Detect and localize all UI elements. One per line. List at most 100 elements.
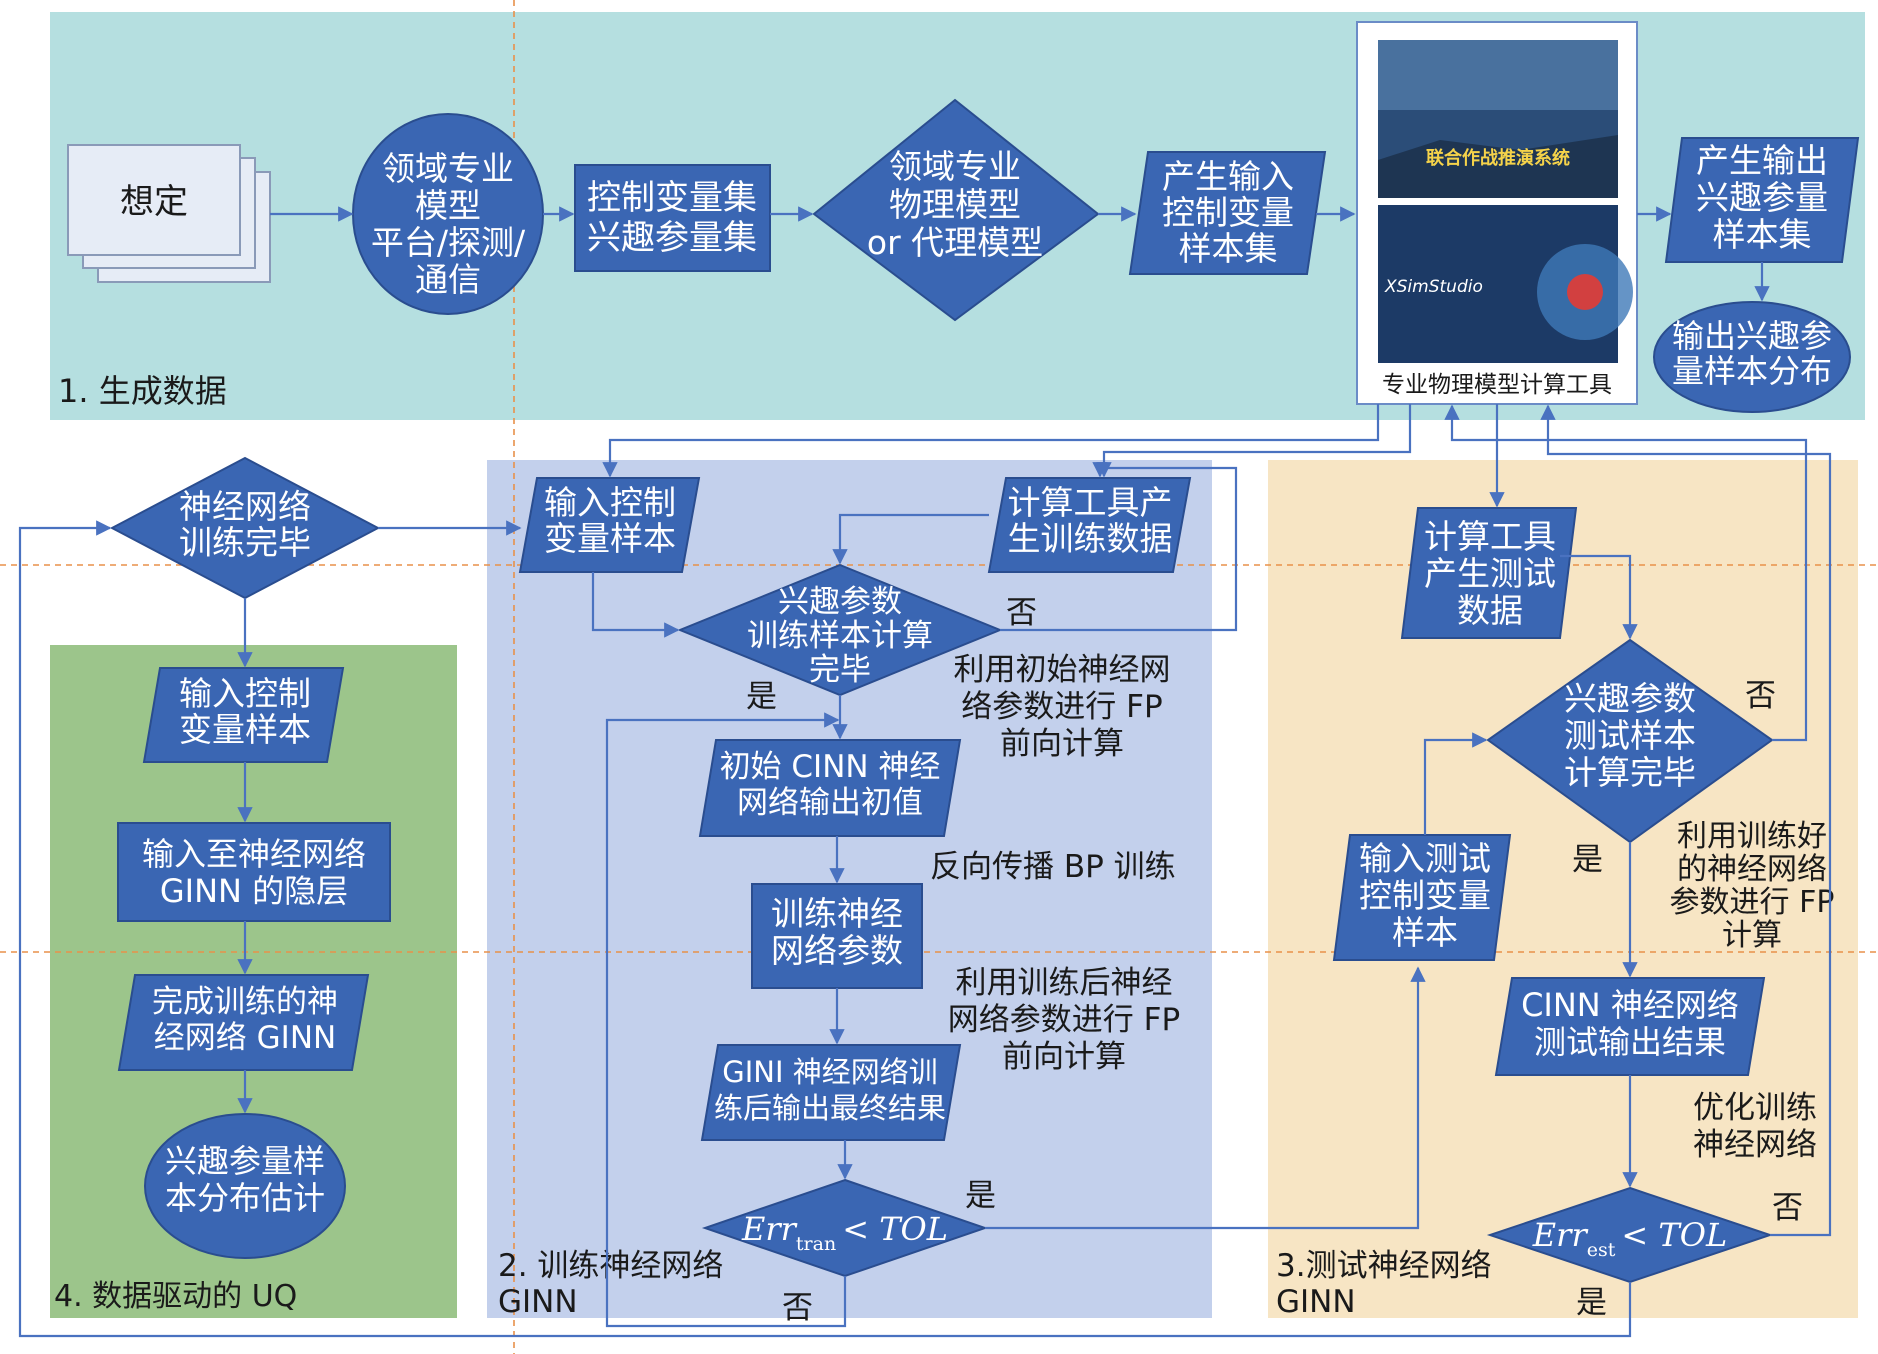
uq-estimate-text: 兴趣参量样本分布估计 (165, 1142, 325, 1217)
cinn-test-output-text-line-2: 测试输出结果 (1534, 1023, 1726, 1061)
input-test-samples-text-line-1: 输入测试 (1359, 839, 1491, 878)
input-test-samples-text-line-3: 样本 (1392, 913, 1458, 952)
train-nn-params-text: 训练神经网络参数 (771, 894, 903, 970)
physics-or-surrogate-node (812, 98, 1100, 322)
err-tran-sub: tran (796, 1233, 836, 1255)
tool-training-data-text: 计算工具产生训练数据 (1008, 483, 1173, 558)
label-optimize-line-2: 神经网络 (1693, 1127, 1817, 1163)
gen-control-samples-node (1128, 151, 1327, 275)
input-test-samples-text: 输入测试控制变量样本 (1359, 839, 1491, 952)
uq-input-samples-text-line-2: 变量样本 (179, 710, 311, 749)
err-tran-main: Err (741, 1210, 798, 1248)
label-well-trained-fp-line-4: 计算 (1722, 918, 1782, 953)
label-yes-4: 是 (1576, 1285, 1607, 1321)
gen-control-samples-text-line-2: 控制变量 (1162, 193, 1294, 232)
label-init-fp-line-1: 利用初始神经网 (954, 652, 1171, 688)
physics-or-surrogate-text-line-2: 物理模型 (889, 185, 1021, 224)
train-nn-params-text-line-1: 训练神经 (771, 894, 903, 933)
gen-control-samples-text: 产生输入控制变量样本集 (1162, 157, 1294, 268)
tool-test-data-text: 计算工具产生测试数据 (1424, 517, 1556, 630)
label-trained-fp-line-2: 网络参数进行 FP (948, 1002, 1180, 1038)
err-est-sub: est (1587, 1239, 1616, 1261)
train-samples-done-text-line-2: 训练样本计算 (747, 618, 933, 654)
region-train-label-line1: 2. 训练神经网络 (498, 1248, 723, 1284)
tool-training-data-text-line-2: 生训练数据 (1008, 519, 1173, 558)
region-uq-label: 4. 数据驱动的 UQ (54, 1279, 297, 1314)
cinn-test-output-text-line-1: CINN 神经网络 (1521, 986, 1739, 1024)
err-est-main: Err (1532, 1216, 1589, 1254)
region-train-label: 2. 训练神经网络 GINN (498, 1248, 733, 1320)
uq-trained-ginn-text-line-2: 经网络 GINN (154, 1020, 336, 1056)
calc-tool-card: 联合作战推演系统 XSimStudio 专业物理模型计算工具 (1356, 21, 1638, 405)
label-well-trained-fp-line-2: 的神经网络 (1677, 852, 1827, 887)
tool-caption: 专业物理模型计算工具 (1382, 372, 1612, 398)
output-distribution-text-line-1: 输出兴趣参 (1672, 317, 1832, 355)
edge-input-train-to-done (591, 572, 680, 638)
gen-control-samples-text-line-3: 样本集 (1179, 229, 1278, 268)
region-generate-label: 1. 生成数据 (58, 372, 227, 410)
physics-or-surrogate-text-line-1: 领域专业 (889, 147, 1021, 186)
label-trained-fp-line-1: 利用训练后神经 (956, 965, 1173, 1001)
train-samples-done-text-line-3: 完毕 (809, 652, 871, 688)
edge-err-est-no-to-tool (1540, 404, 1832, 1237)
tool-training-data-text-line-1: 计算工具产 (1008, 483, 1173, 522)
edge-err-est-yes-to-nn-check (18, 520, 1632, 1338)
label-no-2: 否 (782, 1290, 813, 1326)
tool-test-data-text-line-1: 计算工具 (1424, 517, 1556, 556)
cinn-test-output-node (1494, 977, 1766, 1076)
err-est-rest: < TOL (1621, 1216, 1727, 1254)
gini-final-output-node (700, 1044, 962, 1141)
tool-image-top-title: 联合作战推演系统 (1426, 147, 1570, 169)
input-control-samples-train-node (518, 477, 701, 573)
gen-output-samples-text-line-2: 兴趣参量 (1696, 178, 1828, 217)
uq-estimate-text-line-1: 兴趣参量样 (165, 1142, 325, 1180)
input-control-samples-train-text-line-2: 变量样本 (544, 519, 676, 558)
test-samples-done-text-line-2: 测试样本 (1564, 716, 1696, 755)
nn-trained-check-text: 神经网络训练完毕 (179, 487, 311, 562)
uq-input-samples-text: 输入控制变量样本 (179, 674, 311, 749)
gini-final-output-text: GINI 神经网络训练后输出最终结果 (714, 1055, 946, 1125)
label-yes-1: 是 (746, 679, 777, 715)
train-nn-params-text-line-2: 网络参数 (771, 931, 903, 970)
nn-trained-check-text-line-2: 训练完毕 (179, 523, 311, 562)
domain-model-platform-text-line-2: 模型 (415, 186, 481, 225)
domain-model-platform-text-line-1: 领域专业 (382, 149, 514, 188)
control-interest-sets-text-line-2: 兴趣参量集 (587, 218, 757, 258)
output-distribution-text: 输出兴趣参量样本分布 (1672, 317, 1832, 390)
test-samples-done-text: 兴趣参数测试样本计算完毕 (1564, 679, 1696, 792)
nn-trained-check-text-line-1: 神经网络 (179, 487, 311, 526)
control-interest-sets-node (574, 164, 771, 272)
err-est-text: Errest< TOL (1532, 1216, 1727, 1261)
initial-cinn-output-text-line-1: 初始 CINN 神经 (720, 749, 941, 785)
edge-tool-to-training-data (1096, 404, 1412, 478)
input-test-samples-node (1332, 834, 1512, 961)
edge-tool-to-input-train (602, 404, 1380, 478)
gen-output-samples-text: 产生输出兴趣参量样本集 (1696, 141, 1828, 254)
edge-err-no-loop (605, 712, 847, 1328)
region-test-label: 3.测试神经网络 GINN (1276, 1248, 1501, 1320)
label-init-fp-line-3: 前向计算 (1000, 726, 1124, 762)
edge-tool-train-to-done (832, 513, 989, 565)
label-optimize-line-1: 优化训练 (1693, 1090, 1817, 1126)
uq-estimate-text-line-2: 本分布估计 (165, 1179, 325, 1217)
control-interest-sets-text-line-1: 控制变量集 (587, 178, 757, 218)
gini-final-output-text-line-2: 练后输出最终结果 (714, 1091, 946, 1125)
region-train-label-line2: GINN (498, 1284, 578, 1320)
label-no-1: 否 (1006, 595, 1037, 631)
uq-input-hidden-text-line-2: GINN 的隐层 (160, 872, 348, 910)
physics-or-surrogate-text-line-3: or 代理模型 (867, 223, 1043, 262)
input-test-samples-text-line-2: 控制变量 (1359, 876, 1491, 915)
gen-output-samples-text-line-1: 产生输出 (1696, 141, 1828, 180)
gen-control-samples-text-line-1: 产生输入 (1162, 157, 1294, 196)
tool-test-data-node (1400, 507, 1578, 639)
label-optimize: 优化训练神经网络 (1693, 1090, 1817, 1163)
scenario-doc-stack: 想定 (67, 144, 271, 283)
tool-image-bottom-title: XSimStudio (1384, 277, 1483, 297)
input-control-samples-train-text: 输入控制变量样本 (544, 483, 676, 558)
label-yes-3: 是 (1572, 842, 1603, 878)
